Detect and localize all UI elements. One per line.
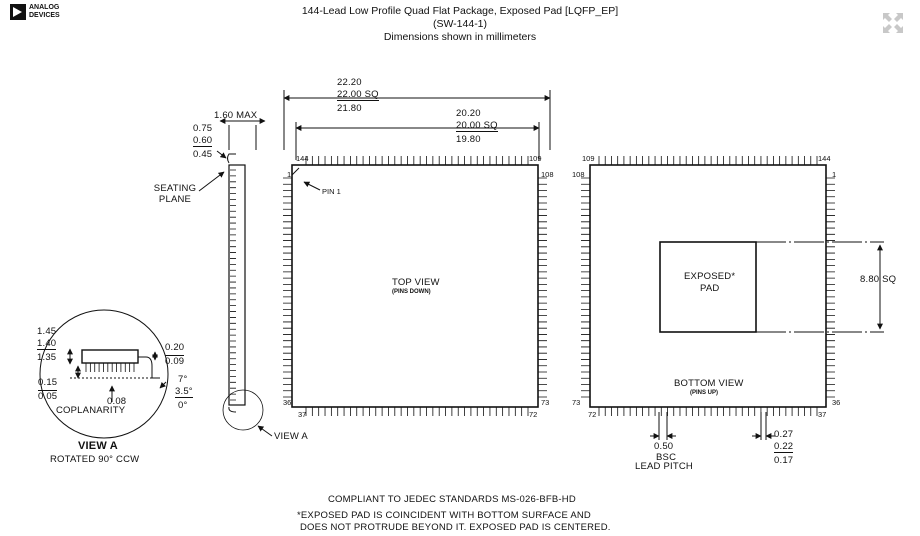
top-pin-72: 72 bbox=[529, 410, 538, 419]
view-a-coplanarity-label: COPLANARITY bbox=[56, 405, 126, 416]
bottom-view-leads-right bbox=[826, 177, 835, 398]
pad-size: 8.80 SQ bbox=[860, 274, 897, 285]
bottom-view-leads-left bbox=[581, 177, 590, 398]
note-pad-2: DOES NOT PROTRUDE BEYOND IT. EXPOSED PAD… bbox=[300, 522, 611, 533]
view-a-callout-circle bbox=[222, 389, 264, 431]
height-max: 1.60 MAX bbox=[214, 110, 258, 121]
bottom-pin-109: 109 bbox=[582, 154, 595, 163]
bottom-pin-108: 108 bbox=[572, 170, 585, 179]
view-a-title: VIEW A bbox=[78, 440, 118, 452]
top-view-subtitle: (PINS DOWN) bbox=[392, 289, 431, 295]
top-pin-1: 1 bbox=[287, 170, 292, 179]
view-a-pointer-label: VIEW A bbox=[274, 431, 308, 442]
bottom-view-subtitle: (PINS UP) bbox=[690, 390, 719, 396]
view-a-a-max: 7° bbox=[178, 374, 188, 385]
bottom-view-leads-top bbox=[598, 156, 818, 165]
view-a-body bbox=[81, 349, 139, 364]
view-a-circle bbox=[39, 309, 169, 439]
expand-icon[interactable] bbox=[882, 12, 904, 34]
exposed-pad-label: EXPOSED* bbox=[684, 271, 736, 282]
outer-min: 21.80 bbox=[337, 103, 362, 114]
note-jedec: COMPLIANT TO JEDEC STANDARDS MS-026-BFB-… bbox=[328, 494, 576, 505]
view-a-s-min: 0.05 bbox=[38, 390, 58, 402]
body-max: 20.20 bbox=[456, 108, 481, 119]
top-view-title: TOP VIEW bbox=[392, 277, 440, 288]
view-a-s-max: 0.15 bbox=[38, 377, 58, 388]
top-view-body bbox=[291, 164, 539, 408]
top-pin-109: 109 bbox=[529, 154, 542, 163]
view-a-pointer-arrow bbox=[257, 425, 273, 437]
width-max: 0.27 bbox=[774, 429, 794, 440]
width-nom: 0.22 bbox=[774, 441, 794, 453]
view-a-subtitle: ROTATED 90° CCW bbox=[50, 454, 140, 465]
top-view-corner-chamfer bbox=[291, 167, 300, 176]
note-pad-1: *EXPOSED PAD IS COINCIDENT WITH BOTTOM S… bbox=[297, 510, 591, 521]
bottom-view-body bbox=[589, 164, 827, 408]
view-a-leads bbox=[85, 363, 135, 372]
lead-nom: 0.60 bbox=[193, 135, 213, 147]
lead-min: 0.45 bbox=[193, 149, 213, 160]
logo-triangle-icon bbox=[10, 4, 26, 20]
seating-plane-label: SEATING PLANE bbox=[153, 183, 197, 205]
view-a-a-min: 0° bbox=[178, 400, 188, 411]
top-view-leads-top bbox=[305, 156, 529, 165]
logo-text-line1: ANALOG bbox=[29, 4, 60, 11]
pin1-arrow bbox=[303, 181, 321, 191]
bottom-pin-73: 73 bbox=[572, 398, 581, 407]
bottom-pin-36: 36 bbox=[832, 398, 841, 407]
bottom-view-title: BOTTOM VIEW bbox=[674, 378, 744, 389]
logo-text-line2: DEVICES bbox=[29, 12, 60, 19]
lead-max: 0.75 bbox=[193, 123, 213, 134]
lead-dim-arrow bbox=[216, 150, 227, 159]
top-view-leads-left bbox=[283, 177, 292, 398]
view-a-a-nom: 3.5° bbox=[175, 386, 193, 398]
top-pin-144: 144 bbox=[296, 154, 309, 163]
units-note: Dimensions shown in millimeters bbox=[383, 31, 537, 43]
top-pin-73: 73 bbox=[541, 398, 550, 407]
view-a-c-max: 0.20 bbox=[165, 342, 185, 353]
view-a-coplanarity-val: 0.08 bbox=[107, 396, 127, 407]
exposed-pad-label2: PAD bbox=[700, 283, 720, 294]
side-view-leads bbox=[230, 169, 236, 401]
bottom-pin-144: 144 bbox=[818, 154, 831, 163]
top-view-leads-bottom bbox=[305, 407, 529, 416]
pitch-value: 0.50 bbox=[654, 441, 674, 452]
top-pin-108: 108 bbox=[541, 170, 554, 179]
body-nom: 20.00 SQ bbox=[456, 120, 498, 132]
view-a-c-min: 0.09 bbox=[165, 355, 185, 367]
pitch-bsc: BSC bbox=[656, 452, 677, 463]
view-a-h-nom: 1.40 bbox=[37, 338, 57, 350]
width-min: 0.17 bbox=[774, 455, 794, 466]
side-view-body bbox=[228, 164, 246, 406]
bottom-pin-37: 37 bbox=[818, 410, 827, 419]
pitch-label: LEAD PITCH bbox=[635, 461, 693, 472]
analog-devices-logo: ANALOG DEVICES bbox=[10, 4, 72, 24]
view-a-h-max: 1.45 bbox=[37, 326, 57, 337]
drawing-title: 144-Lead Low Profile Quad Flat Package, … bbox=[301, 5, 619, 17]
exposed-pad-outline bbox=[659, 241, 757, 333]
outer-max: 22.20 bbox=[337, 77, 362, 88]
top-view-leads-right bbox=[538, 177, 547, 398]
top-pin-36: 36 bbox=[283, 398, 292, 407]
bottom-pin-1: 1 bbox=[832, 170, 837, 179]
view-a-angle-arrow bbox=[159, 381, 167, 389]
view-a-h-min: 1.35 bbox=[37, 352, 57, 363]
bottom-view-leads-bottom bbox=[598, 407, 818, 416]
side-lead-top bbox=[227, 153, 236, 164]
body-min: 19.80 bbox=[456, 134, 481, 145]
package-code: (SW-144-1) bbox=[432, 18, 488, 30]
seating-plane-arrow bbox=[198, 171, 225, 192]
bottom-pin-72: 72 bbox=[588, 410, 597, 419]
pin1-label: PIN 1 bbox=[322, 187, 341, 196]
outer-nom: 22.00 SQ bbox=[337, 89, 379, 101]
view-a-lead-profile bbox=[138, 356, 160, 379]
side-lead-bottom bbox=[228, 406, 237, 413]
top-pin-37: 37 bbox=[298, 410, 307, 419]
